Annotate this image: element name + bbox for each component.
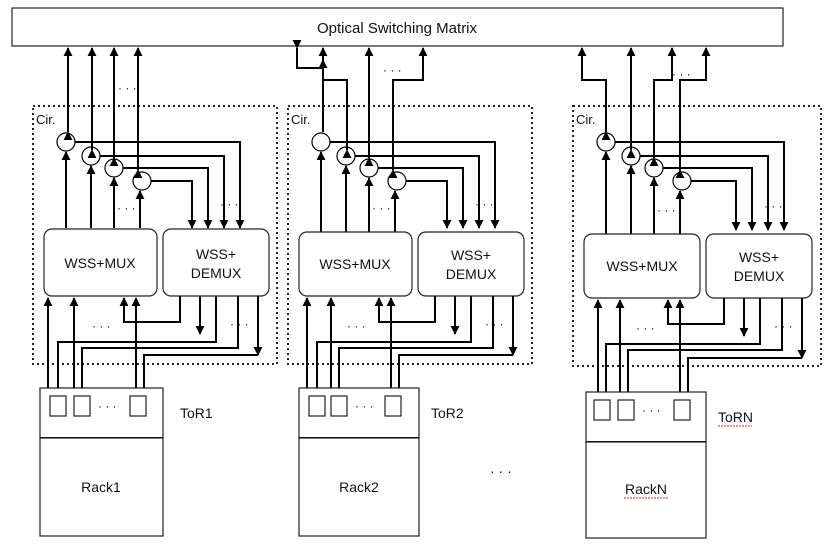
between-racks-ellipsis: · · · — [490, 463, 512, 479]
link-ellipsis: · · · — [672, 67, 691, 81]
link-ellipsis: · · · — [475, 197, 494, 211]
demux-to-tor-links: · · · — [605, 298, 807, 392]
demux-to-tor-links: · · · — [57, 296, 263, 388]
circulator-label: Cir. — [36, 112, 56, 127]
circulator-label: Cir. — [576, 112, 596, 127]
tor-switch: · · · — [298, 387, 420, 439]
link-ellipsis: · · · — [118, 81, 137, 95]
matrix-links: · · · — [63, 47, 143, 179]
tor-to-mux-links: · · · — [302, 297, 396, 388]
link-ellipsis: · · · — [372, 201, 391, 215]
link-ellipsis: · · · — [92, 319, 111, 333]
circulator-icon — [672, 171, 692, 191]
rack-label: RackN — [625, 481, 667, 497]
mux-label: WSS+MUX — [606, 258, 678, 274]
link-ellipsis: · · · — [657, 203, 676, 217]
tor-port — [49, 395, 67, 417]
demux-label-2: DEMUX — [191, 265, 242, 281]
circulator-icon — [311, 132, 331, 152]
wss-mux: WSS+MUX — [298, 231, 413, 297]
circulator-icon — [596, 132, 616, 152]
rack-unit-2: Cir. · · · · · · · · — [287, 39, 533, 537]
tor-port — [73, 395, 91, 417]
rack-unit-n: Cir. · · · · · · · · · — [572, 47, 822, 539]
circulator-icon — [104, 158, 124, 178]
tor-port — [617, 399, 635, 421]
rack: Rack1 — [39, 437, 164, 537]
circulator-icon — [644, 158, 664, 178]
demux-label-2: DEMUX — [446, 266, 497, 282]
mux-label: WSS+MUX — [319, 256, 391, 272]
optical-switching-matrix: Optical Switching Matrix — [11, 7, 784, 47]
mux-output-links: · · · — [601, 151, 685, 234]
tor-port — [384, 395, 402, 417]
circulator-icon — [56, 132, 76, 152]
tor-port — [129, 395, 147, 417]
tor-switch: · · · — [39, 387, 164, 439]
node-boundary — [572, 105, 822, 367]
tor-label: ToR2 — [431, 405, 464, 421]
link-ellipsis: · · · — [117, 201, 136, 215]
rack-unit-1: Cir. · · · · · · — [32, 47, 278, 537]
demux-input-links: · · · — [615, 141, 789, 231]
mux-output-links: · · · — [61, 151, 145, 228]
rack-label: Rack2 — [339, 479, 379, 495]
tor-port — [330, 395, 348, 417]
wss-demux: WSS+ DEMUX — [705, 233, 813, 299]
mux-output-links: · · · — [316, 151, 400, 232]
rack: Rack2 — [298, 437, 420, 537]
demux-label-1: WSS+ — [196, 246, 236, 262]
wss-mux: WSS+MUX — [43, 228, 158, 297]
tor-port — [673, 399, 691, 421]
tor-label: ToRN — [718, 409, 753, 425]
demux-label-1: WSS+ — [739, 249, 779, 265]
link-ellipsis: · · · — [764, 199, 783, 213]
wss-demux: WSS+ DEMUX — [162, 228, 270, 297]
node-boundary — [32, 105, 278, 365]
link-ellipsis: · · · — [230, 317, 249, 331]
demux-input-links: · · · — [75, 141, 245, 229]
link-ellipsis: · · · — [636, 321, 655, 335]
circulator-icon — [359, 158, 379, 178]
matrix-links: · · · — [577, 47, 711, 179]
matrix-links: · · · — [292, 39, 428, 179]
tor-port — [593, 399, 611, 421]
circulator-label: Cir. — [291, 112, 311, 127]
tor-to-mux-links: · · · — [593, 299, 685, 392]
link-ellipsis: · · · — [347, 319, 366, 333]
tor-switch: · · · — [585, 391, 707, 443]
mux-label: WSS+MUX — [64, 255, 136, 271]
tor-label: ToR1 — [180, 405, 213, 421]
circulator-icon — [387, 171, 407, 191]
port-ellipsis: · · · — [98, 399, 117, 413]
circulator-icon — [132, 171, 152, 191]
rack: RackN — [585, 441, 707, 539]
link-ellipsis: · · · — [220, 197, 239, 211]
demux-label-2: DEMUX — [734, 268, 785, 284]
rack-label: Rack1 — [81, 479, 121, 495]
demux-to-tor-links: · · · — [316, 296, 518, 388]
matrix-label: Optical Switching Matrix — [317, 20, 478, 37]
port-ellipsis: · · · — [355, 399, 374, 413]
demux-input-links: · · · — [330, 141, 500, 229]
link-ellipsis: · · · — [383, 63, 402, 77]
wss-demux: WSS+ DEMUX — [417, 231, 525, 297]
tor-port — [308, 395, 326, 417]
link-ellipsis: · · · — [485, 317, 504, 331]
port-ellipsis: · · · — [642, 403, 661, 417]
link-ellipsis: · · · — [774, 319, 793, 333]
demux-label-1: WSS+ — [451, 247, 491, 263]
wss-mux: WSS+MUX — [583, 233, 701, 299]
